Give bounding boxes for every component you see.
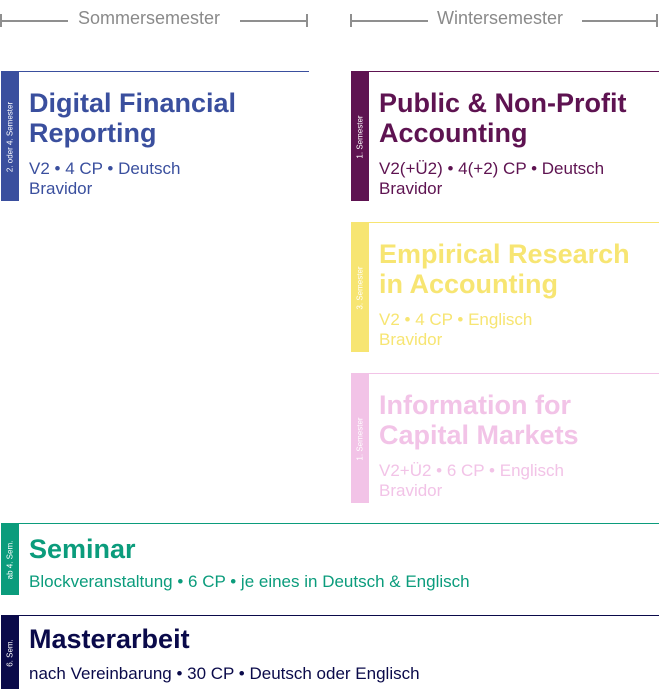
module-lecturer: Bravidor <box>379 330 443 349</box>
semester-label: 3. Semester <box>355 265 365 310</box>
header-tick-right <box>306 14 308 27</box>
semester-stripe: 3. Semester <box>351 223 369 352</box>
module-meta: nach Vereinbarung • 30 CP • Deutsch oder… <box>29 664 420 683</box>
module-title-line2: Reporting <box>29 118 157 148</box>
module-digital-financial-reporting: 2. oder 4. Semester Digital Financial Re… <box>1 71 309 201</box>
module-title-line2: in Accounting <box>379 269 558 299</box>
module-title: Digital Financial Reporting <box>29 88 236 148</box>
module-title: Public & Non-Profit Accounting <box>379 88 626 148</box>
semester-label: 1. Semester <box>355 416 365 461</box>
module-empirical-research-in-accounting: 3. Semester Empirical Research in Accoun… <box>351 222 659 352</box>
module-masterarbeit: 6. Sem. Masterarbeit nach Vereinbarung •… <box>1 615 659 689</box>
header-line-right <box>240 20 308 22</box>
semester-stripe: 6. Sem. <box>1 616 19 689</box>
header-line-left <box>350 20 428 22</box>
semester-stripe: 1. Semester <box>351 374 369 503</box>
module-title: Empirical Research in Accounting <box>379 239 630 299</box>
module-title-line1: Digital Financial <box>29 88 237 118</box>
semester-label: 1. Semester <box>355 114 365 159</box>
module-title-line2: Accounting <box>379 118 528 148</box>
module-seminar: ab 4. Sem. Seminar Blockveranstaltung • … <box>1 523 659 595</box>
module-meta: Blockveranstaltung • 6 CP • je eines in … <box>29 572 470 591</box>
header-line-left <box>0 20 68 22</box>
winter-semester-header: Wintersemester <box>350 8 660 32</box>
semester-label: 6. Sem. <box>5 638 15 667</box>
semester-label: 2. oder 4. Semester <box>5 101 15 172</box>
module-lecturer: Bravidor <box>29 179 93 198</box>
semester-label: ab 4. Sem. <box>5 540 15 579</box>
semester-stripe: ab 4. Sem. <box>1 524 19 595</box>
semester-stripe: 1. Semester <box>351 72 369 201</box>
module-meta: V2(+Ü2) • 4(+2) CP • Deutsch <box>379 159 605 178</box>
module-title-line1: Public & Non-Profit <box>379 88 627 118</box>
module-lecturer: Bravidor <box>379 481 443 500</box>
semester-stripe: 2. oder 4. Semester <box>1 72 19 201</box>
header-line-right <box>582 20 658 22</box>
summer-semester-label: Sommersemester <box>78 8 221 28</box>
module-title-line2: Capital Markets <box>379 420 579 450</box>
module-lecturer: Bravidor <box>379 179 443 198</box>
module-public-non-profit-accounting: 1. Semester Public & Non-Profit Accounti… <box>351 71 659 201</box>
header-tick-right <box>656 14 658 27</box>
module-information-for-capital-markets: 1. Semester Information for Capital Mark… <box>351 373 659 503</box>
winter-semester-label: Wintersemester <box>437 8 564 28</box>
module-title-line1: Information for <box>379 390 571 420</box>
module-title: Information for Capital Markets <box>379 390 579 450</box>
module-meta: V2+Ü2 • 6 CP • Englisch <box>379 461 564 480</box>
module-title: Seminar <box>29 534 136 564</box>
module-title-line1: Empirical Research <box>379 239 630 269</box>
module-title: Masterarbeit <box>29 624 190 654</box>
module-meta: V2 • 4 CP • Deutsch <box>29 159 181 178</box>
summer-semester-header: Sommersemester <box>0 8 310 32</box>
module-meta: V2 • 4 CP • Englisch <box>379 310 533 329</box>
